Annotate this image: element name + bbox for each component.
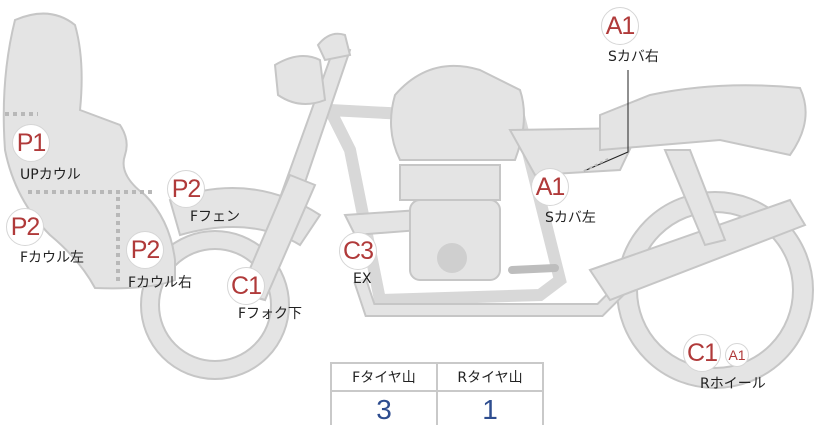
damage-code-badge-secondary: A1 — [725, 343, 749, 367]
damage-code-badge: P2 — [126, 231, 164, 269]
damage-code-badge: C1 — [227, 267, 265, 305]
damage-code-badge: C1 — [683, 334, 721, 372]
part-label: Fカウル左 — [20, 250, 85, 266]
tire-tread-table: Fタイヤ山 Rタイヤ山 3 1 — [330, 362, 544, 425]
part-label: EX — [353, 271, 372, 287]
rear-tire-header: Rタイヤ山 — [436, 362, 544, 392]
part-label: Fフェン — [190, 209, 241, 225]
damage-code-badge: P1 — [12, 124, 50, 162]
damage-code-badge: A1 — [601, 7, 639, 45]
part-label: Sカバ左 — [545, 210, 596, 226]
part-label: Fフォク下 — [238, 306, 303, 322]
seat — [599, 84, 807, 157]
part-label: Fカウル右 — [128, 275, 193, 291]
damage-code-badge: A1 — [531, 168, 569, 206]
part-label: Rホイール — [700, 376, 766, 392]
fuel-tank — [390, 64, 525, 161]
engine-top — [399, 164, 501, 201]
damage-code-badge: P2 — [6, 208, 44, 246]
front-tire-header: Fタイヤ山 — [330, 362, 438, 392]
swingarm — [588, 198, 807, 302]
part-label: Sカバ右 — [608, 49, 659, 65]
part-label: UPカウル — [20, 167, 81, 183]
damage-code-badge: P2 — [167, 170, 205, 208]
front-tire-value: 3 — [330, 390, 438, 425]
front-fork-lower — [238, 173, 317, 302]
front-wheel — [141, 231, 289, 379]
damage-code-badge: C3 — [339, 232, 377, 270]
front-cowl — [2, 12, 176, 290]
rear-tire-value: 1 — [436, 390, 544, 425]
